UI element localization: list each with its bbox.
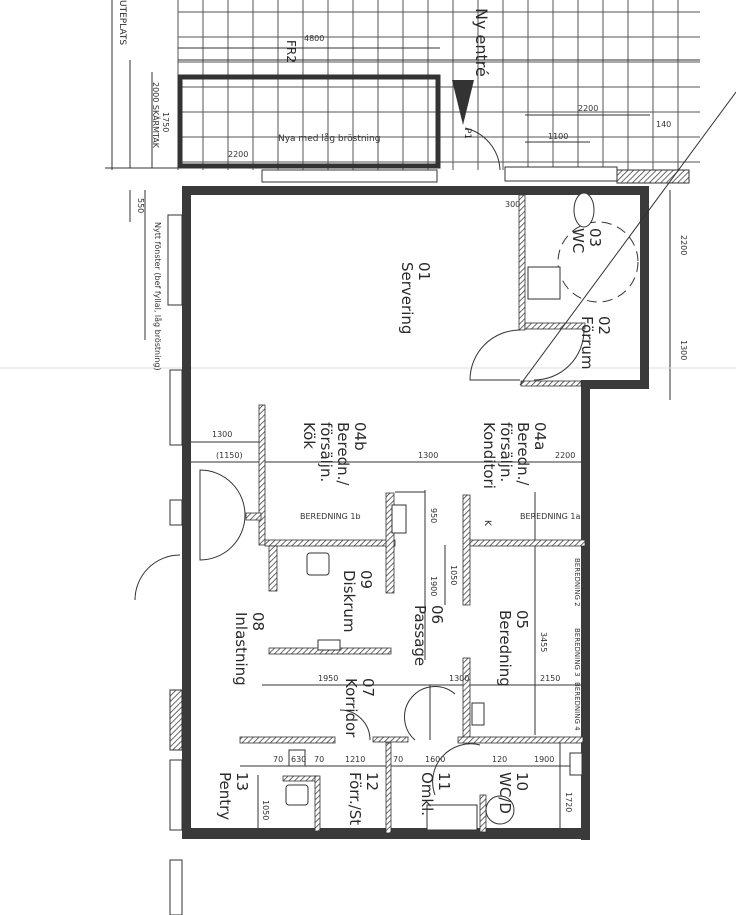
dim-550: 550: [136, 198, 145, 214]
interior-walls: [239, 194, 586, 834]
dim-1210: 1210: [345, 755, 366, 764]
dimension-lines: [0, 0, 736, 835]
canopy-dim: 2000 SKÄRMTAK: [151, 82, 160, 149]
dim-2150: 2150: [540, 674, 561, 683]
dim-2200c: 2200: [679, 235, 688, 256]
dim-1720: 1720: [564, 792, 573, 813]
dim-70b: 70: [314, 755, 325, 764]
dim-4800: 4800: [304, 34, 325, 43]
outdoor-label: UTEPLATS: [117, 0, 127, 46]
beredning-1b: BEREDNING 1b: [300, 512, 361, 521]
beredning-2: BEREDNING 2: [573, 558, 581, 607]
p1-label: P1: [462, 128, 472, 140]
dim-1100: 1100: [548, 132, 569, 141]
entrance-arrow: [452, 80, 474, 125]
dim-70a: 70: [273, 755, 284, 764]
turning-circle: [557, 221, 639, 303]
dim-1150: (1150): [216, 451, 243, 460]
dim-1900a: 1900: [429, 576, 438, 597]
sink-icon: [527, 266, 561, 300]
section-line: [519, 91, 736, 386]
doors: [134, 329, 585, 796]
balcony-label: Nya med låg bröstning: [278, 134, 381, 144]
beredning-3: BEREDNING 3: [573, 628, 581, 677]
dim-950: 950: [429, 508, 438, 524]
dim-2200b: 2200: [578, 104, 599, 113]
dim-1300c: 1300: [418, 451, 439, 460]
dim-1300d: 1300: [449, 674, 470, 683]
k-label: K: [482, 520, 492, 526]
dim-120: 120: [492, 755, 508, 764]
dim-300: 300: [505, 200, 521, 209]
new-entrance-label: Ny entré: [472, 8, 491, 77]
dim-2200d: 2200: [555, 451, 576, 460]
windows: [167, 214, 183, 915]
dim-1300a: 1300: [679, 340, 688, 361]
dim-1950: 1950: [318, 674, 339, 683]
dim-630: 630: [291, 755, 307, 764]
toilet-icon: [573, 192, 595, 228]
dim-1050a: 1050: [449, 565, 458, 586]
dim-1750: 1750: [161, 112, 170, 133]
balcony-step: [261, 169, 438, 183]
balcony-outline: [177, 74, 441, 169]
dim-70c: 70: [393, 755, 404, 764]
dim-3455: 3455: [539, 632, 548, 653]
dim-1050b: 1050: [261, 800, 270, 821]
dim-1900b: 1900: [534, 755, 555, 764]
window-note: Nytt fönster (bef fyllal, låg bröstning): [153, 222, 162, 371]
dim-1600: 1600: [425, 755, 446, 764]
dim-1300b: 1300: [212, 430, 233, 439]
dim-140: 140: [656, 120, 672, 129]
entrance-door-swing: [464, 127, 501, 171]
beredning-1a: BEREDNING 1a: [520, 512, 581, 521]
fr2-label: FR2: [284, 40, 298, 63]
fixtures: [285, 504, 583, 831]
beredning-4: BEREDNING 4: [573, 682, 581, 731]
dim-2200a: 2200: [228, 150, 249, 159]
exterior-walls: [182, 186, 649, 840]
